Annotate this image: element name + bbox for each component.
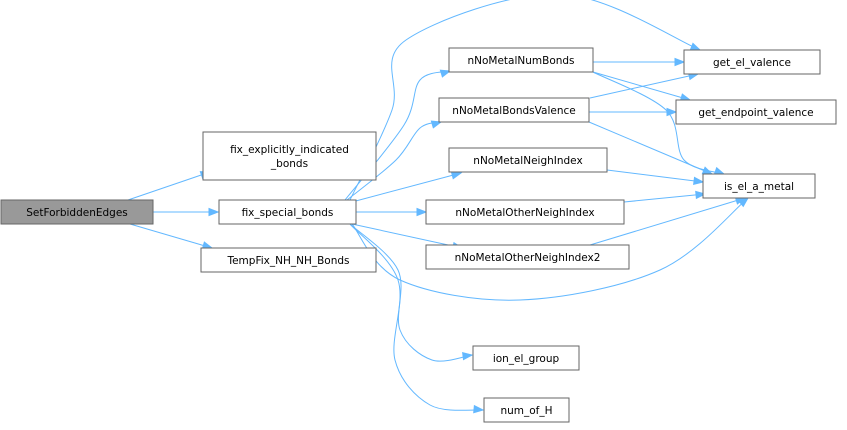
edge-fix_special_bonds-to-get_el_valence	[349, 0, 702, 201]
node-label: fix_special_bonds	[242, 207, 334, 219]
edge-line	[592, 71, 725, 175]
node-nNoMetalBondsValence[interactable]: nNoMetalBondsValence	[438, 97, 590, 123]
node-get_endpoint_valence[interactable]: get_endpoint_valence	[675, 99, 837, 125]
node-box[interactable]	[0, 199, 154, 225]
edge-line	[588, 121, 713, 175]
edge-fix_special_bonds-to-ion_el_group	[349, 223, 474, 362]
node-nNoMetalNeighIndex[interactable]: nNoMetalNeighIndex	[448, 147, 608, 173]
arrowhead	[450, 171, 463, 180]
node-label: get_el_valence	[713, 57, 791, 69]
node-nNoMetalOtherNeighIndex[interactable]: nNoMetalOtherNeighIndex	[425, 199, 625, 225]
node-label: nNoMetalBondsValence	[452, 105, 575, 117]
node-box[interactable]	[702, 173, 816, 199]
edge-line	[351, 223, 463, 249]
arrowhead	[666, 107, 678, 117]
edge-fix_special_bonds-to-num_of_H	[349, 223, 485, 414]
edge-nNoMetalNeighIndex-to-is_el_a_metal	[606, 169, 705, 186]
node-box[interactable]	[218, 199, 357, 225]
node-box[interactable]	[472, 345, 580, 371]
node-label: SetForbiddenEdges	[26, 207, 128, 219]
edge-nNoMetalBondsValence-to-get_endpoint_valence	[589, 107, 678, 117]
node-box[interactable]	[425, 244, 630, 270]
arrowhead	[430, 120, 443, 129]
edge-line	[349, 223, 473, 362]
node-ion_el_group[interactable]: ion_el_group	[472, 345, 580, 371]
edge-line	[589, 197, 746, 246]
edge-fix_special_bonds-to-nNoMetalBondsValence	[346, 120, 443, 201]
edge-nNoMetalNumBonds-to-get_el_valence	[593, 57, 686, 67]
edge-line	[127, 171, 211, 201]
arrowhead	[693, 176, 705, 186]
arrowhead	[695, 190, 707, 200]
edge-line	[606, 169, 704, 183]
node-box[interactable]	[202, 131, 377, 181]
node-box[interactable]	[448, 47, 594, 73]
node-label: nNoMetalOtherNeighIndex2	[455, 252, 601, 264]
arrowhead	[416, 207, 428, 217]
arrowhead	[462, 351, 474, 361]
node-nNoMetalOtherNeighIndex2[interactable]: nNoMetalOtherNeighIndex2	[425, 244, 630, 270]
node-label: get_endpoint_valence	[698, 107, 813, 119]
node-label: fix_explicitly_indicated	[230, 144, 349, 156]
arrowhead	[473, 404, 485, 414]
arrowhead	[208, 207, 220, 217]
node-is_el_a_metal[interactable]: is_el_a_metal	[702, 173, 816, 199]
node-fix_special_bonds[interactable]: fix_special_bonds	[218, 199, 357, 225]
node-box[interactable]	[448, 147, 608, 173]
node-box[interactable]	[425, 199, 625, 225]
arrowhead	[439, 69, 452, 78]
edge-SetForbiddenEdges-to-fix_explicitly	[127, 171, 212, 201]
edge-fix_special_bonds-to-nNoMetalOtherNeighIndex	[356, 207, 428, 217]
arrowhead	[701, 166, 714, 175]
node-label: num_of_H	[500, 405, 552, 417]
node-label: ion_el_group	[493, 353, 560, 365]
edge-line	[129, 223, 213, 249]
edge-line	[351, 197, 749, 301]
node-label: nNoMetalNeighIndex	[473, 155, 582, 167]
node-nNoMetalNumBonds[interactable]: nNoMetalNumBonds	[448, 47, 594, 73]
node-box[interactable]	[683, 49, 821, 75]
node-label: TempFix_NH_NH_Bonds	[226, 255, 349, 267]
edge-line	[351, 172, 462, 203]
node-box[interactable]	[438, 97, 590, 123]
node-box[interactable]	[483, 397, 570, 423]
node-get_el_valence[interactable]: get_el_valence	[683, 49, 821, 75]
node-label: is_el_a_metal	[724, 181, 794, 193]
node-SetForbiddenEdges[interactable]: SetForbiddenEdges	[0, 199, 154, 225]
node-box[interactable]	[675, 99, 837, 125]
edge-line	[349, 223, 484, 411]
node-fix_explicitly[interactable]: fix_explicitly_indicated _bonds	[202, 131, 377, 181]
arrowhead	[674, 57, 686, 67]
nodes-layer: SetForbiddenEdges fix_explicitly_indicate…	[0, 47, 837, 423]
edge-SetForbiddenEdges-to-fix_special_bonds	[152, 207, 220, 217]
edge-line	[349, 0, 701, 201]
node-label: _bonds	[270, 158, 308, 170]
arrowhead	[689, 42, 702, 51]
edge-line	[623, 193, 706, 203]
node-TempFix[interactable]: TempFix_NH_NH_Bonds	[200, 247, 377, 273]
edge-line	[589, 73, 699, 99]
node-label: nNoMetalNumBonds	[467, 55, 574, 67]
node-label: nNoMetalOtherNeighIndex	[455, 207, 594, 219]
node-box[interactable]	[200, 247, 377, 273]
arrowhead	[713, 166, 726, 175]
edge-nNoMetalOtherNeighIndex-to-is_el_a_metal	[623, 190, 707, 203]
edge-SetForbiddenEdges-to-TempFix	[129, 223, 214, 250]
edge-line	[592, 71, 691, 101]
node-num_of_H[interactable]: num_of_H	[483, 397, 570, 423]
